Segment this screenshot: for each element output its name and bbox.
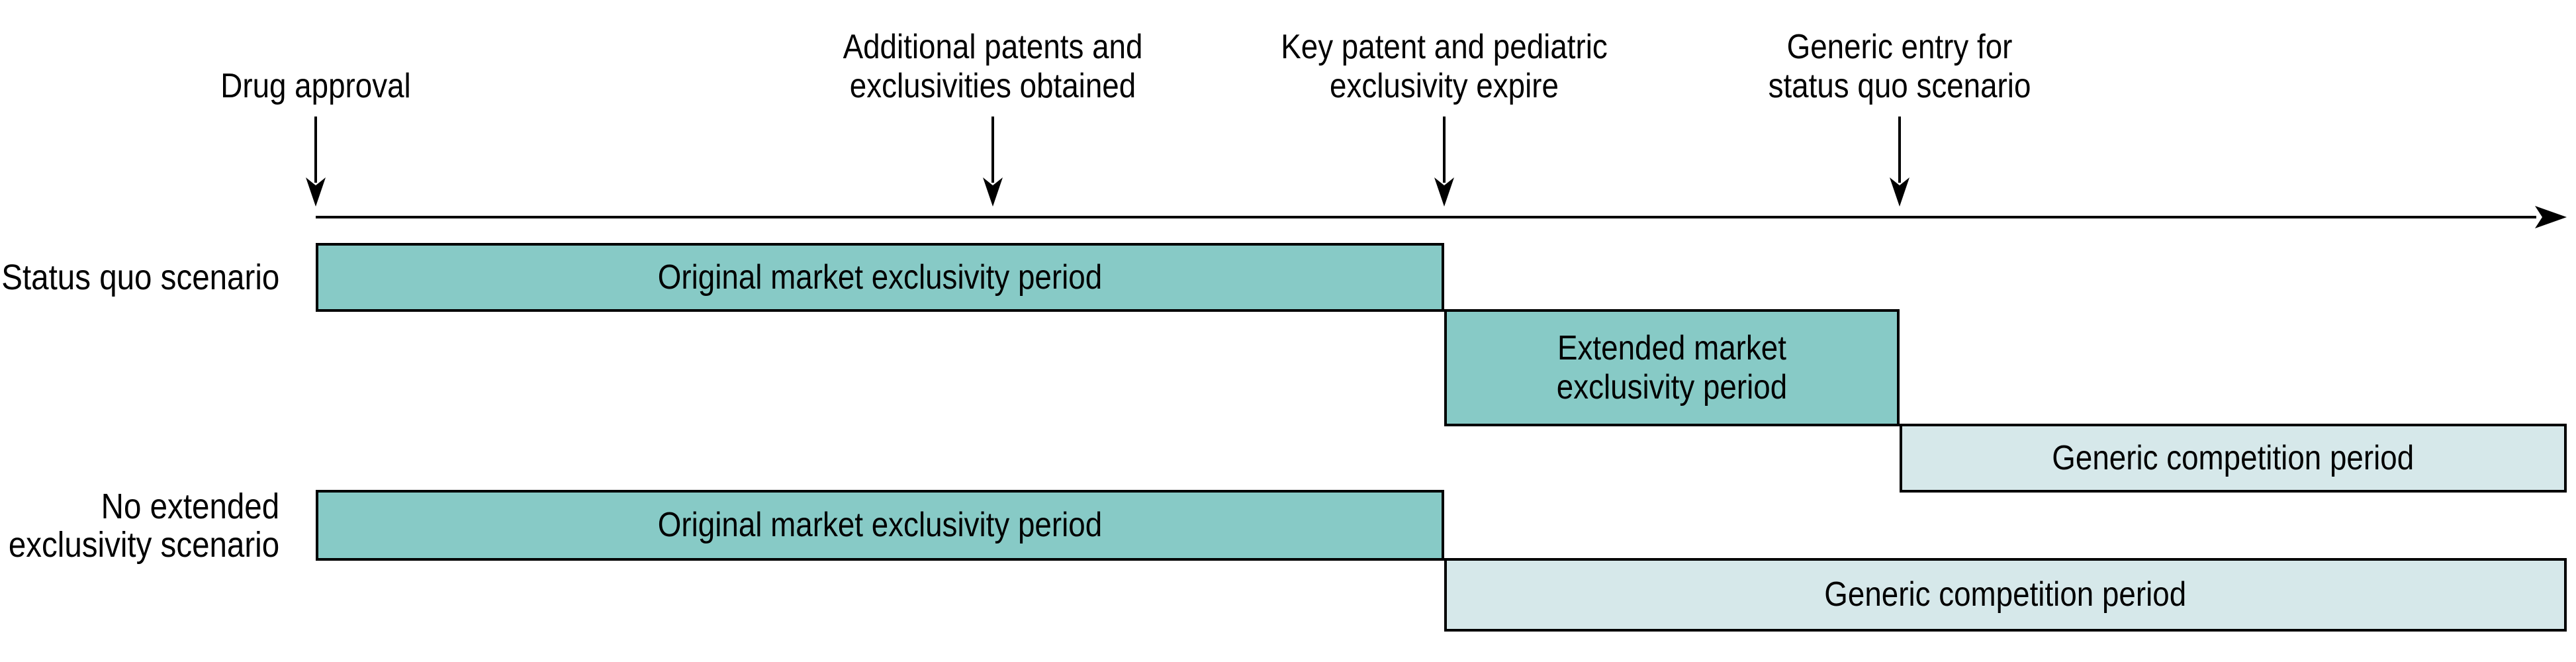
bar-label: Original market exclusivity period (657, 506, 1103, 544)
down-arrow-icon (306, 117, 326, 207)
milestone-text-line: status quo scenario (1768, 67, 2031, 105)
down-arrow-icon (983, 117, 1003, 207)
bar-label-line: exclusivity period (1556, 367, 1788, 406)
down-arrow-icon (1434, 117, 1454, 207)
timeline-axis (316, 216, 2536, 218)
milestone-label-drug-approval: Drug approval (208, 26, 424, 106)
bar-label: Original market exclusivity period (657, 258, 1103, 297)
milestone-text-line: Drug approval (220, 67, 411, 105)
milestone-label-key-patent-expiry: Key patent and pediatric exclusivity exp… (1259, 26, 1630, 106)
down-arrow-icon (1890, 117, 1909, 207)
milestone-text-line: exclusivities obtained (849, 67, 1136, 105)
milestone-label-additional-patents: Additional patents and exclusivities obt… (823, 26, 1164, 106)
row-label-line: Status quo scenario (1, 258, 279, 297)
milestone-text-line: Key patent and pediatric (1281, 28, 1608, 66)
bar-original-exclusivity-no-extended: Original market exclusivity period (316, 490, 1444, 561)
bar-label: Extended market exclusivity period (1557, 329, 1787, 407)
bar-generic-competition-no-extended: Generic competition period (1444, 558, 2567, 632)
bar-generic-competition-status-quo: Generic competition period (1900, 424, 2567, 493)
bar-label-line: Extended market (1557, 328, 1786, 367)
milestone-text-line: Generic entry for (1786, 28, 2013, 66)
row-label-no-extended-exclusivity: No extended exclusivity scenario (0, 487, 279, 564)
milestone-text-line: exclusivity expire (1330, 67, 1559, 105)
row-label-line: exclusivity scenario (8, 525, 279, 565)
bar-label: Generic competition period (2052, 438, 2415, 477)
right-arrow-icon (2535, 206, 2567, 228)
bar-extended-exclusivity: Extended market exclusivity period (1444, 309, 1900, 426)
row-label-status-quo: Status quo scenario (0, 258, 279, 297)
bar-label: Generic competition period (1824, 575, 2187, 614)
milestone-text-line: Additional patents and (843, 28, 1143, 66)
milestone-label-generic-entry: Generic entry for status quo scenario (1751, 26, 2049, 106)
row-label-line: No extended (101, 487, 280, 526)
bar-original-exclusivity-status-quo: Original market exclusivity period (316, 243, 1444, 312)
